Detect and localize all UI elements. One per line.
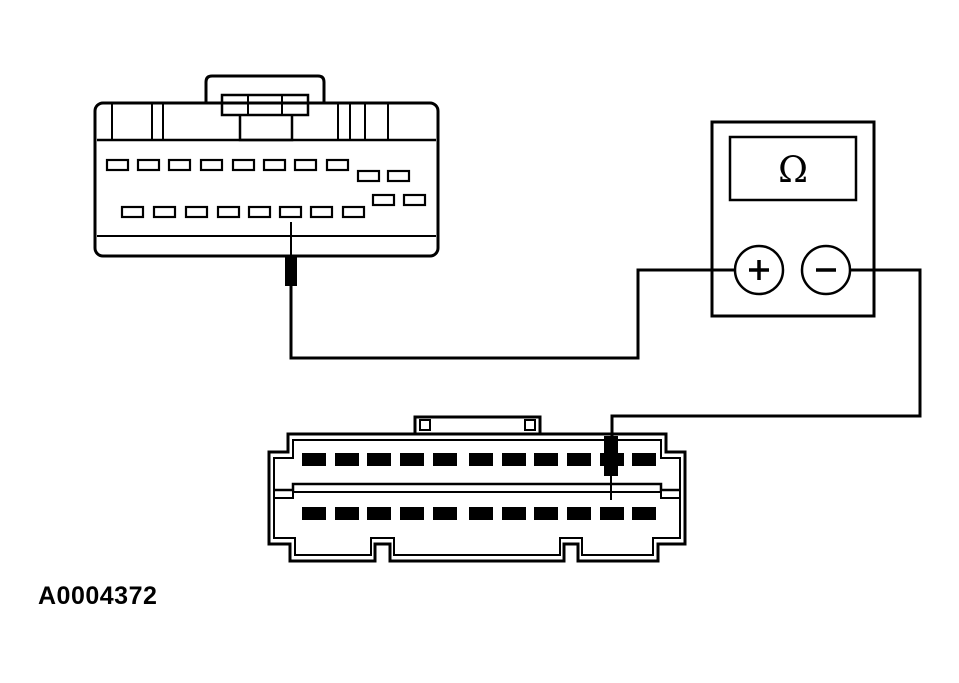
bottom-connector-pins	[302, 453, 656, 520]
test-leads	[289, 268, 922, 438]
bottom-connector	[267, 415, 687, 563]
meter-positive-terminal	[749, 260, 769, 280]
top-connector	[93, 74, 440, 258]
test-probe-icon	[285, 222, 297, 286]
ohm-symbol: Ω	[778, 150, 808, 191]
test-probe-icon	[604, 436, 618, 500]
figure-id-label: A0004372	[38, 582, 158, 610]
top-connector-pins	[105, 158, 427, 219]
ohmmeter-icon	[710, 120, 876, 318]
